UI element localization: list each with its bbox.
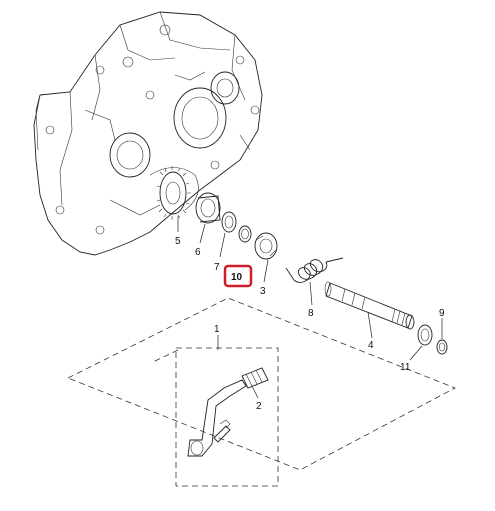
washer-part-3 — [254, 232, 278, 260]
circlip-part-9 — [436, 339, 448, 355]
washer-part-11 — [417, 324, 433, 346]
gear-part-5 — [156, 166, 191, 220]
callout-part-9: 9 — [439, 308, 445, 319]
highlight-box-part-10 — [223, 264, 253, 288]
crankcase-drawing — [33, 11, 263, 256]
leader-lines — [177, 216, 443, 399]
ring-part-7 — [221, 211, 237, 233]
circlip-part-10 — [238, 225, 252, 243]
callout-part-4: 4 — [368, 340, 374, 351]
callout-part-7: 7 — [214, 262, 220, 273]
assembly-boundary — [67, 297, 456, 487]
callout-part-6: 6 — [195, 247, 201, 258]
kick-lever-part-2 — [187, 367, 269, 457]
callout-part-5: 5 — [175, 236, 181, 247]
callout-part-1: 1 — [214, 324, 220, 335]
bearing-part-6 — [195, 192, 221, 224]
callout-part-2: 2 — [256, 401, 262, 412]
callout-part-8: 8 — [308, 308, 314, 319]
callout-part-11: 11 — [400, 362, 411, 373]
shaft-part-4 — [324, 281, 415, 330]
callout-part-3: 3 — [260, 286, 266, 297]
spring-part-8 — [285, 257, 344, 283]
callout-part-10: 10 — [231, 272, 243, 283]
part-callouts: 1 2 3 4 5 6 7 8 9 10 11 — [175, 236, 445, 412]
